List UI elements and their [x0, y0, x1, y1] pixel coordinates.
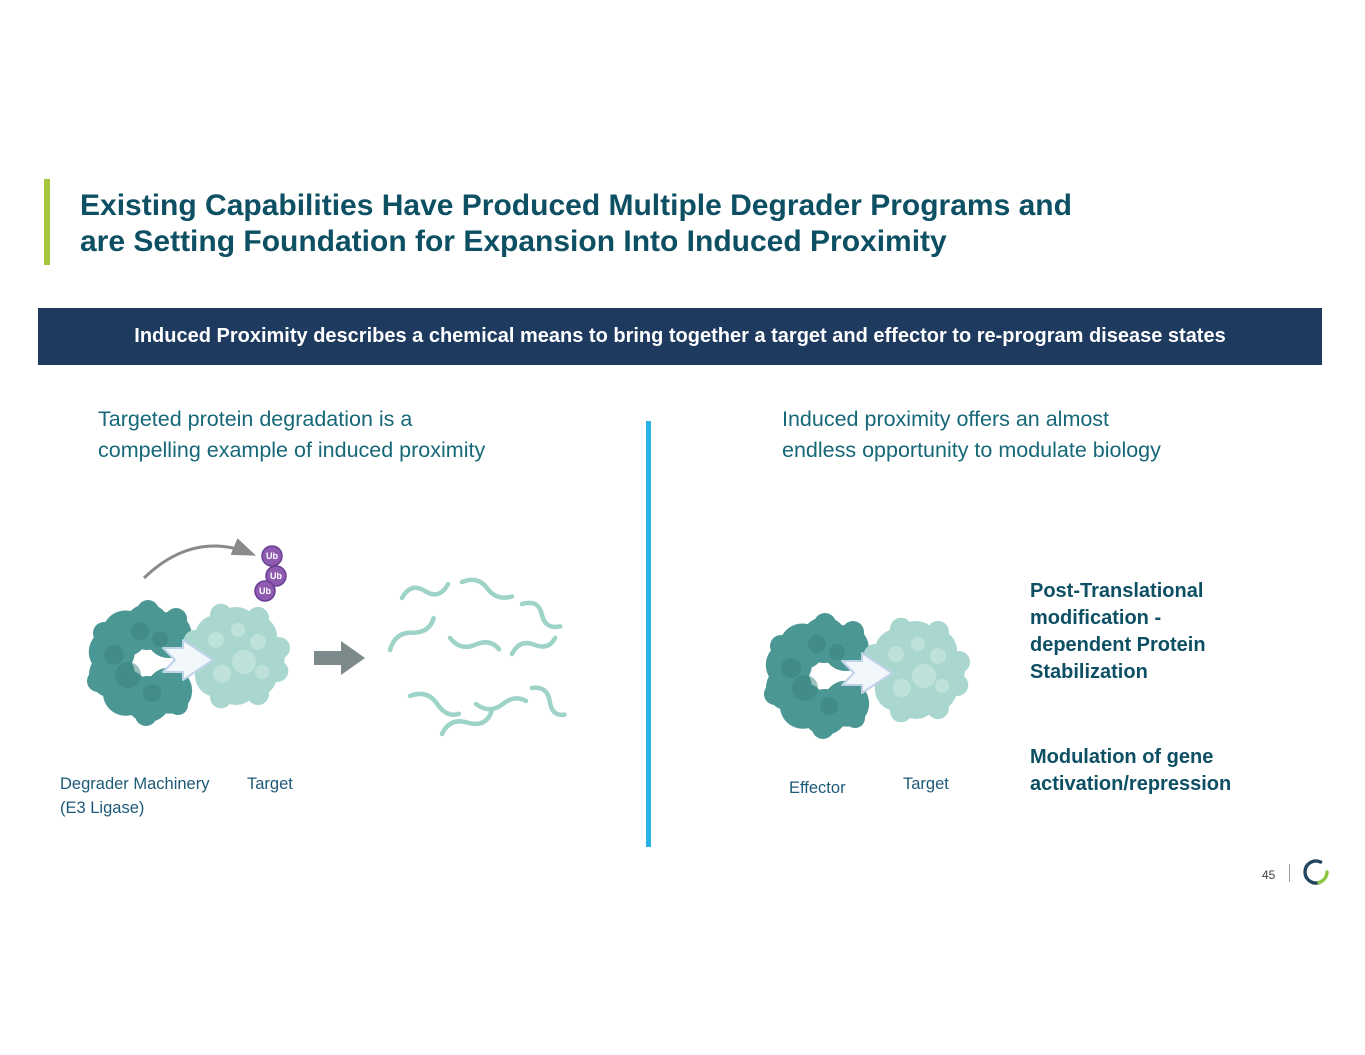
- bullet-post-translational: Post-Translational modification - depend…: [1030, 580, 1206, 683]
- bullet-gene-modulation: Modulation of gene activation/repression: [1030, 746, 1232, 795]
- left-column-heading: Targeted protein degradation is a compel…: [98, 407, 486, 462]
- ubiquitin-badge: Ub: [261, 545, 283, 567]
- ubiquitin-label: Ub: [259, 586, 271, 596]
- effector-label: Effector: [789, 779, 846, 797]
- footer-divider: [1289, 864, 1290, 882]
- ubiquitin-chain: Ub Ub Ub: [254, 545, 287, 602]
- effector-blob: [764, 613, 870, 739]
- degrader-machinery-label: Degrader Machinery (E3 Ligase): [60, 775, 210, 817]
- right-column-heading: Induced proximity offers an almost endle…: [782, 407, 1161, 462]
- ternary-complex-arrow-icon: [162, 639, 214, 681]
- degrader-machinery-blob: [87, 600, 193, 726]
- column-divider: [646, 421, 651, 847]
- page-number: 45: [1262, 868, 1276, 882]
- key-message-banner: Induced Proximity describes a chemical m…: [38, 308, 1322, 365]
- ubiquitination-curved-arrow-icon: [142, 538, 257, 580]
- slide-title: Existing Capabilities Have Produced Mult…: [80, 189, 1072, 258]
- degradation-diagram: Ub Ub Ub: [87, 538, 567, 737]
- target-protein-blob: [863, 617, 970, 723]
- target-label-left: Target: [247, 775, 293, 793]
- induced-proximity-diagram: [764, 613, 970, 739]
- degradation-right-arrow-icon: [314, 641, 365, 675]
- degraded-peptide-fragments: [387, 577, 567, 737]
- target-label-right: Target: [903, 775, 949, 793]
- ubiquitin-label: Ub: [270, 571, 282, 581]
- company-logo-icon: [1303, 859, 1329, 885]
- ubiquitin-badge: Ub: [265, 565, 287, 587]
- title-accent-bar: [44, 179, 50, 265]
- key-message-text: Induced Proximity describes a chemical m…: [134, 325, 1226, 347]
- ternary-complex-arrow-icon: [841, 652, 893, 694]
- ubiquitin-label: Ub: [266, 551, 278, 561]
- ubiquitin-badge: Ub: [254, 580, 276, 602]
